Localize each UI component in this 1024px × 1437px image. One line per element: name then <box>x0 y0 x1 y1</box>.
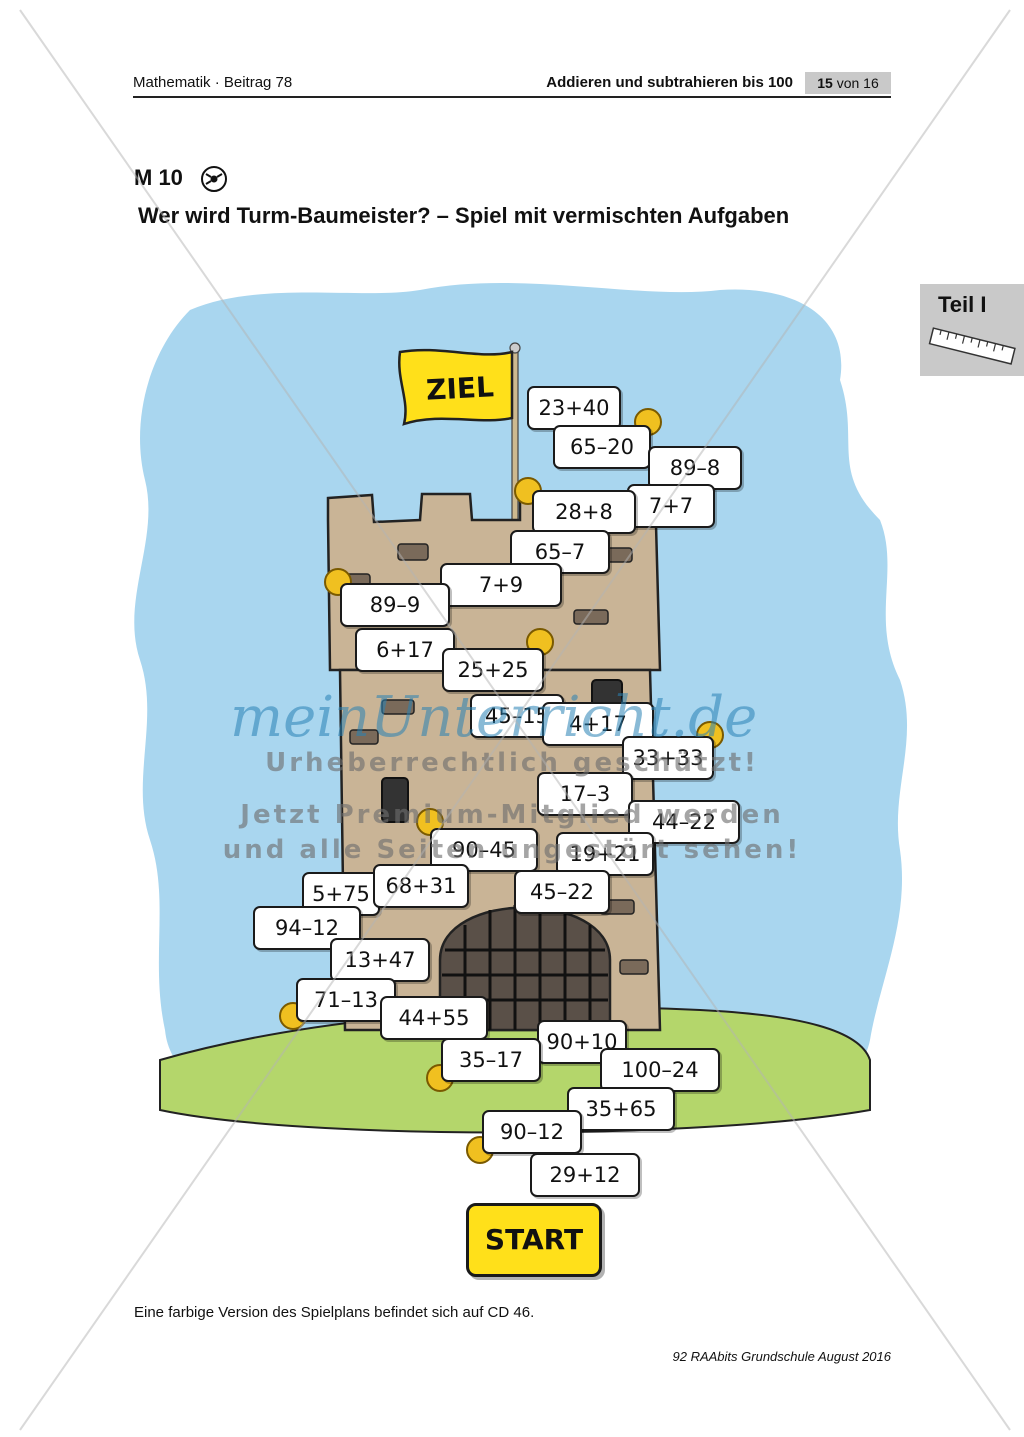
task-card[interactable]: 7+9 <box>440 563 562 607</box>
task-card[interactable]: 13+47 <box>330 938 430 982</box>
task-card[interactable]: 6+17 <box>355 628 455 672</box>
footnote: Eine farbige Version des Spielplans befi… <box>134 1304 535 1321</box>
task-card[interactable]: 35+65 <box>567 1087 675 1131</box>
start-field[interactable]: START <box>466 1203 602 1277</box>
task-card[interactable]: 29+12 <box>530 1153 640 1197</box>
task-card[interactable]: 68+31 <box>373 864 469 908</box>
task-card[interactable]: 65–20 <box>553 425 651 469</box>
task-card[interactable]: 89–9 <box>340 583 450 627</box>
task-card[interactable]: 35–17 <box>441 1038 541 1082</box>
task-card[interactable]: 7+7 <box>627 484 715 528</box>
watermark-line-2: Jetzt Premium-Mitglied werden <box>240 800 784 830</box>
task-card[interactable]: 28+8 <box>532 490 636 534</box>
task-card[interactable]: 23+40 <box>527 386 621 430</box>
page-footer: 92 RAAbits Grundschule August 2016 <box>672 1349 892 1364</box>
goal-label: ZIEL <box>425 370 495 407</box>
watermark-line-3: und alle Seiten ungestört sehen! <box>222 835 802 865</box>
task-card[interactable]: 44+55 <box>380 996 488 1040</box>
watermark-line-1: Urheberrechtlich geschützt! <box>265 748 759 778</box>
task-card[interactable]: 100–24 <box>600 1048 720 1092</box>
task-card[interactable]: 90–12 <box>482 1110 582 1154</box>
task-card[interactable]: 45–22 <box>514 870 610 914</box>
watermark-brand: meinUnterricht.de <box>230 685 758 750</box>
